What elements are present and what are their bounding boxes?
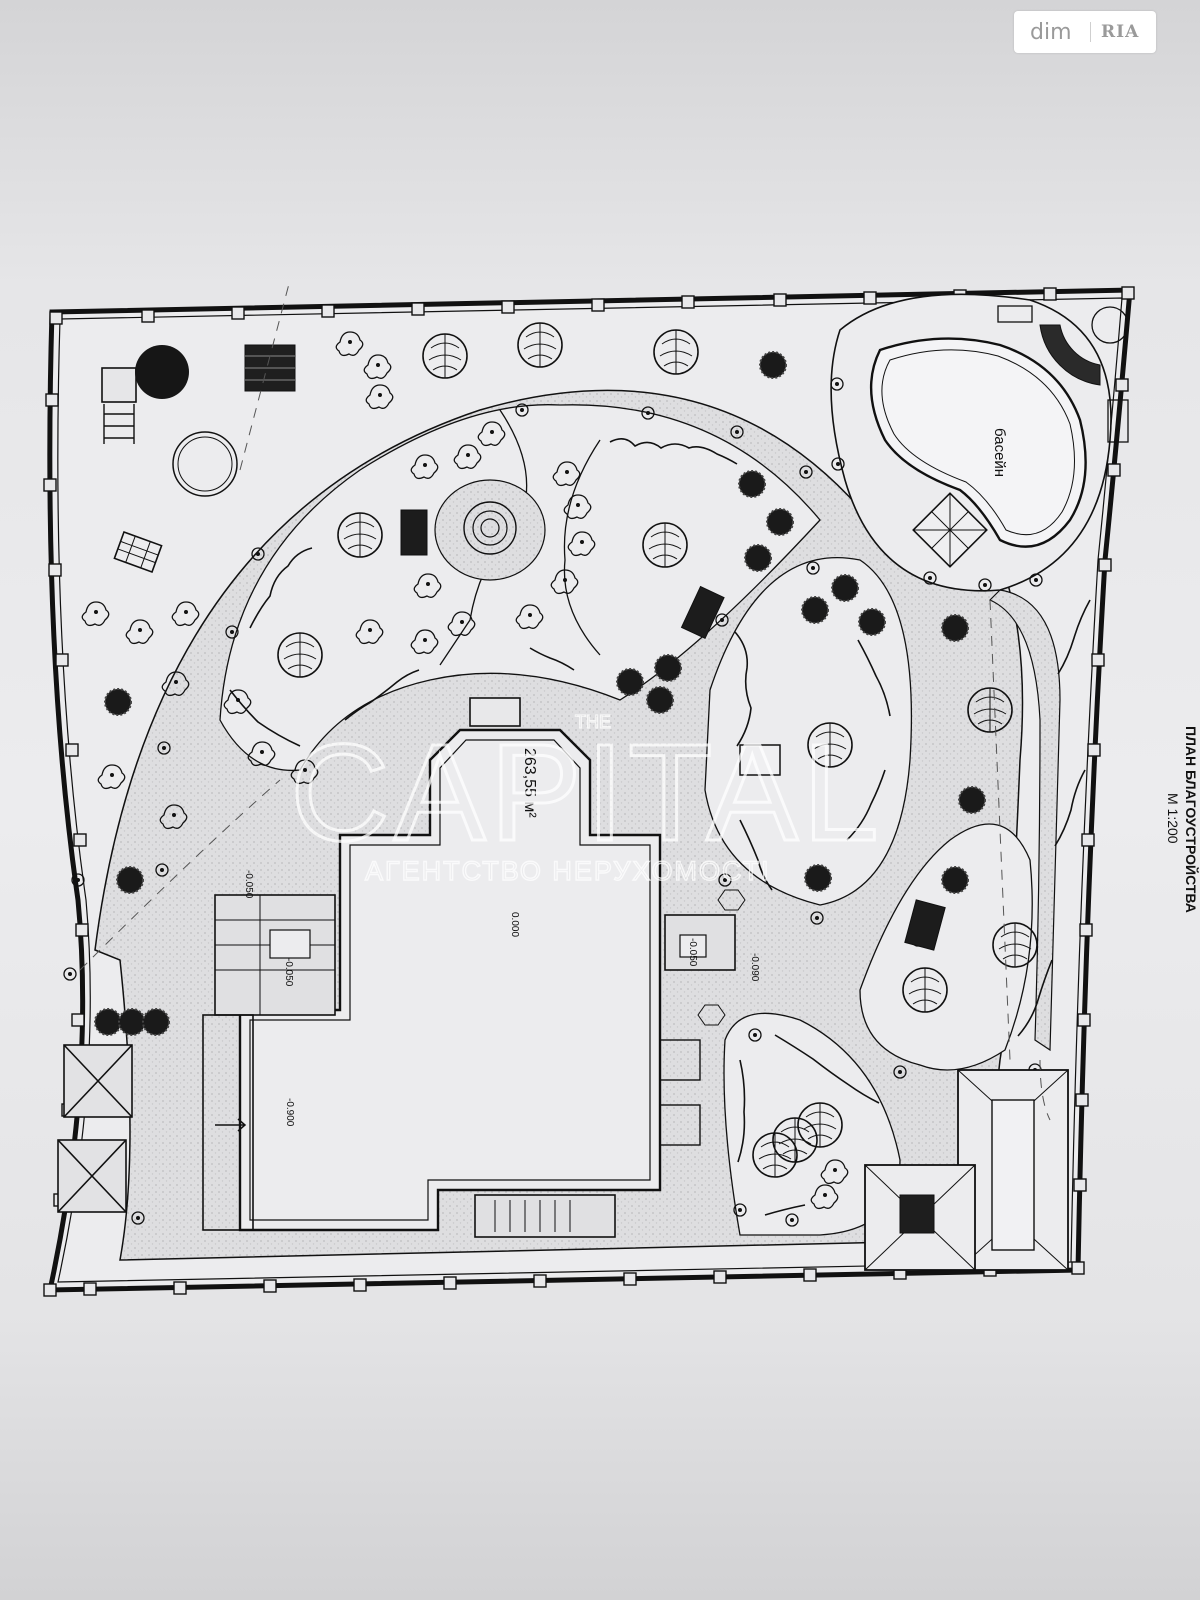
plan-title: ПЛАН БЛАГОУСТРОЙСТВА [1183,726,1200,913]
pool [870,337,1087,548]
logo-ria-text: RIA [1090,22,1139,42]
dim-ria-logo: dim RIA [1014,11,1156,53]
level-porch-left: -0.050 [283,958,294,987]
survey-lines [79,279,1051,1121]
level-main: 0.000 [509,912,520,937]
level-right-side: -0.090 [749,953,760,982]
benches [400,509,946,951]
playground [101,344,296,574]
house [202,697,746,1238]
agency-logo-small: THE [575,712,611,732]
pergola-corner [1039,306,1129,386]
agency-subtitle: АГЕНТСТВО НЕРУХОМОСТІ [365,856,771,886]
level-porch-right: -0.050 [687,938,698,967]
level-basement: -0.900 [284,1098,295,1127]
agency-logo: CAPITAL [290,716,883,870]
pool-label: басейн [991,428,1008,477]
logo-dim-text: dim [1030,19,1072,45]
gazebo-pool [912,492,988,568]
level-entry-left: -0.050 [243,870,254,899]
pavilion [864,1069,1069,1271]
area-label: 263,55 м² [521,748,538,818]
plan-scale: М 1:200 [1165,793,1181,844]
utility-boxes [57,1044,133,1213]
flower-beds [229,438,1091,1216]
fountain [463,501,517,555]
